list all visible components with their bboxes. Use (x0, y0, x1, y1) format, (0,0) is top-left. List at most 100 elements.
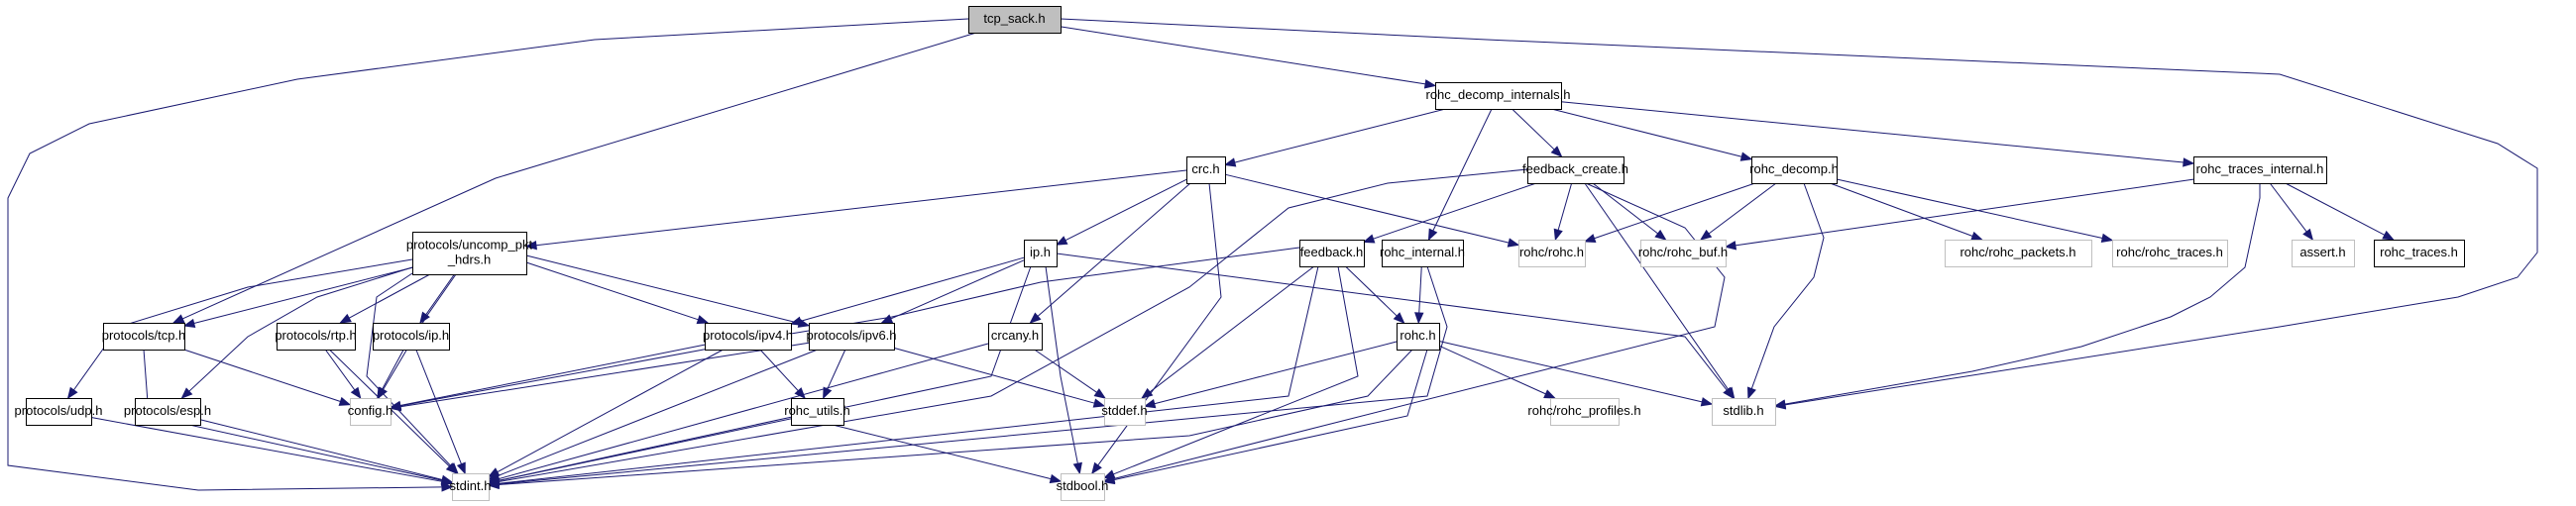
node-label: _hdrs.h (447, 253, 491, 267)
node-rohc-buf: rohc/rohc_buf.h (1638, 240, 1728, 267)
edge-line (498, 168, 1528, 483)
arrowhead-icon (1223, 157, 1237, 167)
edge-line (399, 247, 1300, 407)
edge-line (1154, 341, 1398, 405)
node-p-tcp[interactable]: protocols/tcp.h (102, 323, 186, 351)
edge-rohc_utils-to-stdint (487, 416, 792, 485)
node-ip[interactable]: ip.h (1024, 240, 1058, 267)
node-rohc-decomp[interactable]: rohc_decomp.h (1749, 156, 1839, 184)
edge-p_ipv6-to-stddef (893, 347, 1106, 408)
node-crc[interactable]: crc.h (1186, 156, 1226, 184)
node-crcany[interactable]: crcany.h (988, 323, 1043, 351)
edge-line (73, 258, 413, 391)
node-label: stdbool.h (1057, 478, 1109, 493)
edge-line (832, 424, 1052, 480)
node-label: ip.h (1030, 245, 1051, 259)
edge-line (1373, 182, 1537, 240)
node-feedback[interactable]: feedback.h (1299, 240, 1365, 267)
node-box (705, 323, 792, 351)
node-box (2112, 240, 2228, 267)
edge-line (199, 419, 443, 480)
edge-line (498, 343, 989, 480)
node-label: rohc_utils.h (784, 403, 849, 418)
arrowhead-icon (1427, 228, 1438, 242)
node-rohc-traces-internal[interactable]: rohc_traces_internal.h (2193, 156, 2327, 184)
edge-rohc_h-to-stddef (1143, 341, 1398, 409)
arrowhead-icon (1970, 231, 1983, 241)
node-box (26, 398, 92, 426)
edge-line (366, 272, 452, 467)
node-box (1712, 398, 1776, 426)
edge-line (324, 349, 356, 391)
node-label: rohc_traces.h (2380, 245, 2458, 259)
edge-line (827, 349, 846, 390)
edge-rohc_h-to-stdint (487, 349, 1413, 490)
arrowhead-icon (1700, 397, 1714, 407)
node-label: config.h (348, 403, 393, 418)
node-rohc-utils[interactable]: rohc_utils.h (784, 398, 850, 426)
edge-line (399, 342, 810, 408)
arrowhead-icon (377, 386, 387, 400)
node-box (1435, 82, 1562, 110)
node-rohc-internal[interactable]: rohc_internal.h (1380, 240, 1465, 267)
arrowhead-icon (180, 387, 193, 399)
node-rohc-decomp-internals[interactable]: rohc_decomp_internals.h (1426, 82, 1571, 110)
edge-ip-to-stdint (487, 265, 1032, 486)
edge-line (188, 266, 413, 392)
edge-crc-to-crcany (1029, 182, 1191, 324)
node-box (2292, 240, 2355, 267)
arrowhead-icon (1141, 387, 1154, 399)
arrowhead-icon (1553, 228, 1563, 242)
node-rohc-h[interactable]: rohc.h (1397, 323, 1440, 351)
edge-rohc_traces_internal-to-rohc_traces (2285, 182, 2395, 241)
node-p-ipv4[interactable]: protocols/ipv4.h (703, 323, 793, 351)
arrowhead-icon (823, 386, 833, 400)
edge-ip-to-stdlib (1056, 253, 1735, 400)
node-p-ip[interactable]: protocols/ip.h (373, 323, 450, 351)
edge-line (383, 273, 457, 390)
edge-p_tcp-to-config (183, 349, 352, 406)
edge-feedback-to-stddef (1141, 265, 1315, 399)
node-uncomp-pkt-hdrs[interactable]: protocols/uncomp_pkt_hdrs.h (406, 232, 533, 275)
edge-line (1584, 182, 1730, 391)
edge-p_ipv6-to-rohc_utils (823, 349, 846, 400)
arrowhead-icon (524, 240, 537, 251)
edge-ip-to-p_ipv4 (789, 256, 1025, 326)
edge-line (890, 259, 1025, 320)
node-box (1945, 240, 2092, 267)
arrowhead-icon (1583, 234, 1597, 244)
node-box (1382, 240, 1464, 267)
edge-rohc_decomp_internals-to-rohc_internal (1427, 108, 1493, 242)
edge-line (535, 169, 1187, 247)
node-box (412, 232, 527, 275)
edge-uncomp_pkt_hdrs-to-p_udp (66, 258, 413, 400)
edge-crc-to-ip (1055, 178, 1187, 246)
edge-rohc_decomp-to-rohc_traces_ext (1836, 178, 2114, 243)
node-label: protocols/ipv6.h (806, 328, 896, 343)
node-p-rtp[interactable]: protocols/rtp.h (275, 323, 357, 351)
node-label: protocols/rtp.h (275, 328, 356, 343)
arrowhead-icon (2100, 233, 2114, 243)
edge-feedback_create-to-feedback (1362, 182, 1537, 244)
node-box (968, 6, 1062, 34)
node-feedback-create[interactable]: feedback_create.h (1522, 156, 1628, 184)
edge-feedback_create-to-stdlib (1584, 182, 1736, 400)
arrowhead-icon (182, 318, 196, 329)
node-tcp-sack[interactable]: tcp_sack.h (968, 6, 1062, 34)
arrowhead-icon (1654, 229, 1667, 241)
node-rohc-traces-ext: rohc/rohc_traces.h (2112, 240, 2228, 267)
edge-line (498, 349, 1413, 485)
node-p-esp[interactable]: protocols/esp.h (124, 398, 211, 426)
node-label: protocols/esp.h (124, 403, 211, 418)
edge-line (1594, 182, 1755, 240)
node-p-ipv6[interactable]: protocols/ipv6.h (806, 323, 897, 351)
node-box (1397, 323, 1440, 351)
edge-rohc_traces_internal-to-assert (2269, 182, 2314, 242)
node-rohc-traces[interactable]: rohc_traces.h (2374, 240, 2465, 267)
edge-line (498, 349, 819, 476)
node-p-udp[interactable]: protocols/udp.h (15, 398, 103, 426)
node-rohc-rohc: rohc/rohc.h (1518, 240, 1586, 267)
arrowhead-icon (440, 474, 454, 484)
arrowhead-icon (1055, 236, 1068, 246)
